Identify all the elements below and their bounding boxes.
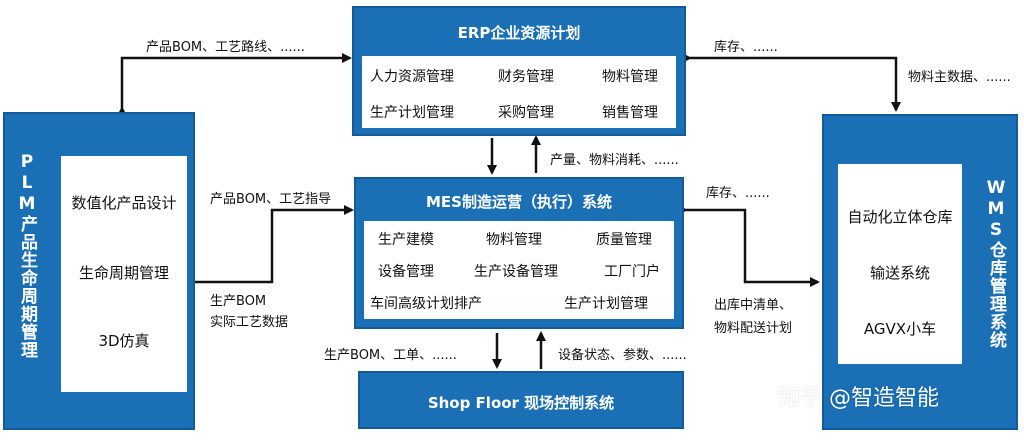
mes-module: 车间高级计划排产 [370,296,482,312]
plm-title: PLM产品生命周期管理 [17,152,37,359]
plm-box: PLM产品生命周期管理 数值化产品设计 生命周期管理 3D仿真 [3,112,195,430]
arrow-mes-wms [678,205,820,287]
erp-module: 销售管理 [602,105,658,121]
wms-title: WMS仓库管理系统 [986,178,1006,349]
label-mes-wms-top: 库存、...... [706,186,770,201]
arrow-erp-wms [682,53,901,112]
mes-module: 生产设备管理 [474,264,558,280]
mes-module: 质量管理 [596,232,652,248]
erp-title: ERP企业资源计划 [457,24,581,42]
shopfloor-title: Shop Floor 现场控制系统 [427,394,615,412]
mes-modules: 生产建模 物料管理 质量管理 设备管理 生产设备管理 工厂门户 车间高级计划排产… [364,221,674,319]
mes-module: 生产建模 [378,232,434,248]
watermark: 知乎 @智造智能 [778,386,939,411]
label-mes-shop-down: 生产BOM、工单、...... [324,348,457,363]
arrow-plm-erp [117,53,352,116]
label-mes-wms-bottom-1: 出库中清单、 [714,298,793,313]
plm-module: 3D仿真 [98,332,150,350]
erp-module: 人力资源管理 [370,69,454,85]
mes-module: 工厂门户 [604,264,660,280]
plm-modules: 数值化产品设计 生命周期管理 3D仿真 [61,156,187,392]
mes-module: 生产计划管理 [564,296,648,312]
erp-module: 物料管理 [602,69,658,85]
label-plm-mes-bottom-2: 实际工艺数据 [210,315,289,330]
erp-module: 财务管理 [498,69,554,85]
label-erp-mes: 产量、物料消耗、...... [550,153,679,168]
label-erp-wms-bottom: 物料主数据、...... [908,70,1011,85]
mes-module: 设备管理 [378,264,434,280]
erp-module: 生产计划管理 [370,105,454,121]
erp-modules: 人力资源管理 财务管理 物料管理 生产计划管理 采购管理 销售管理 [362,56,676,128]
plm-module: 数值化产品设计 [71,194,177,212]
plm-module: 生命周期管理 [78,264,169,282]
mes-title: MES制造运营（执行）系统 [426,193,612,211]
shopfloor-box: Shop Floor 现场控制系统 [358,371,684,429]
wms-modules: 自动化立体仓库 输送系统 AGVX小车 [838,164,962,364]
wms-module: 自动化立体仓库 [847,208,953,226]
wms-box: 自动化立体仓库 输送系统 AGVX小车 WMS仓库管理系统 知乎 @智造智能 [778,114,1018,430]
label-plm-mes-bottom-1: 生产BOM [210,294,267,309]
erp-box: ERP企业资源计划 人力资源管理 财务管理 物料管理 生产计划管理 采购管理 销… [352,6,686,136]
label-plm-erp: 产品BOM、工艺路线、...... [146,40,305,55]
label-plm-mes-top: 产品BOM、工艺指导 [210,192,332,207]
arrow-plm-mes [188,205,354,287]
wms-module: 输送系统 [869,264,930,282]
mes-module: 物料管理 [486,232,542,248]
wms-module: AGVX小车 [863,320,937,338]
erp-module: 采购管理 [498,105,554,121]
label-mes-shop-up: 设备状态、参数、...... [558,348,687,363]
label-erp-wms-top: 库存、...... [714,40,778,55]
mes-box: MES制造运营（执行）系统 生产建模 物料管理 质量管理 设备管理 生产设备管理… [354,177,684,329]
label-mes-wms-bottom-2: 物料配送计划 [714,321,793,336]
